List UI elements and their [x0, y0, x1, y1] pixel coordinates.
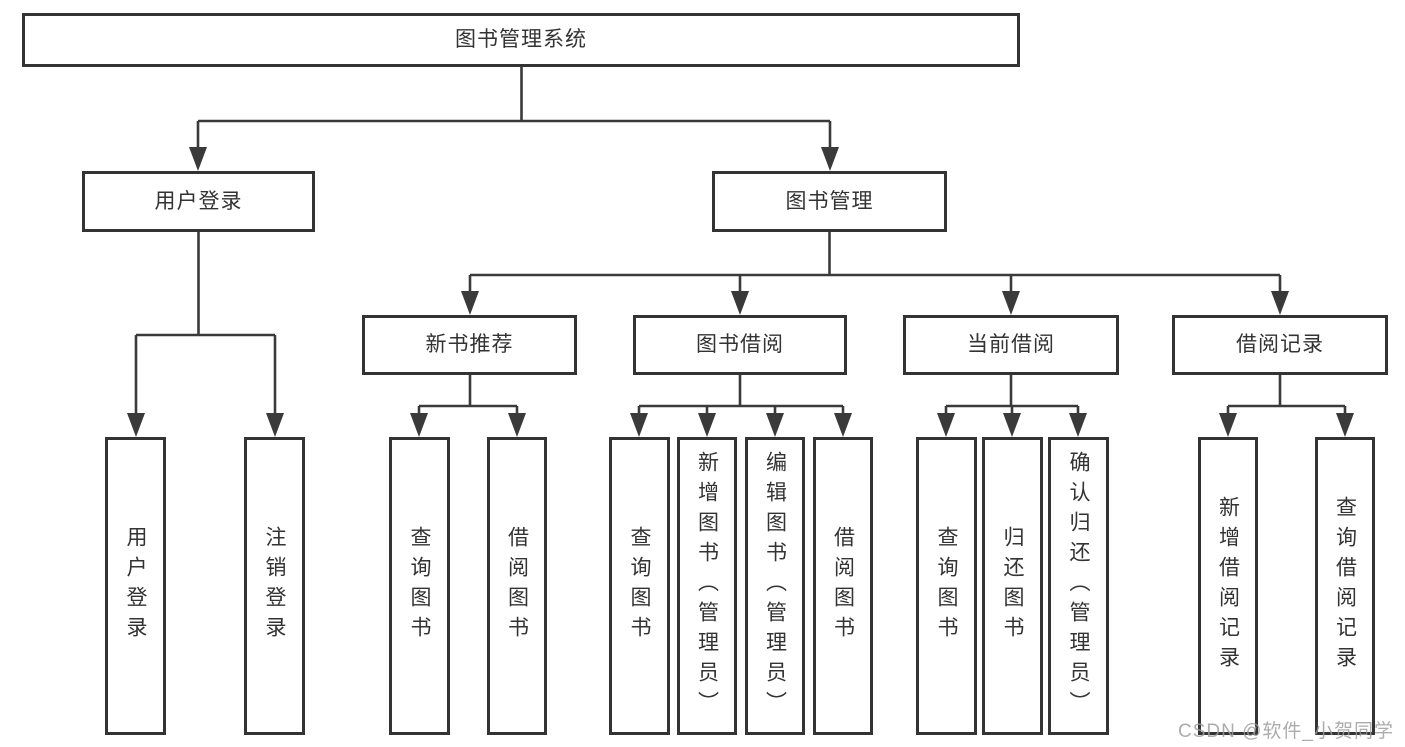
node-label: 编辑图书（管理员）: [763, 451, 787, 721]
leaf-edit-books-admin: 编辑图书（管理员）: [745, 437, 805, 735]
node-new-book-recommend: 新书推荐: [362, 315, 577, 375]
node-current-borrow: 当前借阅: [903, 315, 1119, 375]
leaf-borrow-books-recommend: 借阅图书: [487, 437, 547, 735]
node-label: 借阅图书: [505, 526, 529, 646]
leaf-confirm-return-admin: 确认归还（管理员）: [1048, 437, 1109, 735]
leaf-return-books: 归还图书: [982, 437, 1043, 735]
node-label: 借阅图书: [831, 526, 855, 646]
leaf-add-books-admin: 新增图书（管理员）: [677, 437, 737, 735]
arrowheads: [127, 147, 1354, 437]
node-user-login-branch: 用户登录: [82, 171, 315, 232]
node-label: 图书管理系统: [455, 28, 587, 52]
leaf-user-login: 用户登录: [105, 437, 166, 735]
leaf-add-borrow-record: 新增借阅记录: [1198, 437, 1258, 735]
leaf-query-books-recommend: 查询图书: [389, 437, 450, 735]
node-book-borrow: 图书借阅: [633, 315, 847, 375]
node-label: 当前借阅: [967, 333, 1055, 357]
node-label: 用户登录: [154, 189, 243, 213]
node-label: 新增图书（管理员）: [695, 451, 719, 721]
node-label: 图书管理: [785, 189, 874, 213]
node-label: 图书借阅: [696, 333, 784, 357]
leaf-query-borrow-record: 查询借阅记录: [1315, 437, 1375, 735]
node-label: 查询借阅记录: [1333, 496, 1357, 676]
node-label: 查询图书: [628, 526, 651, 646]
node-label: 新增借阅记录: [1216, 496, 1240, 676]
node-label: 新书推荐: [425, 333, 514, 357]
node-label: 归还图书: [1001, 526, 1024, 646]
csdn-watermark: CSDN @软件_小贺同学: [1178, 721, 1394, 742]
leaf-borrow-books: 借阅图书: [813, 437, 873, 735]
node-label: 确认归还（管理员）: [1067, 451, 1090, 721]
leaf-query-books-current: 查询图书: [916, 437, 977, 735]
leaf-logout: 注销登录: [244, 437, 305, 735]
node-borrow-records: 借阅记录: [1172, 315, 1388, 375]
leaf-query-books-borrow: 查询图书: [609, 437, 670, 735]
node-label: 查询图书: [935, 526, 958, 646]
node-label: 注销登录: [263, 526, 286, 646]
node-label: 用户登录: [124, 526, 147, 646]
node-label: 借阅记录: [1236, 333, 1324, 357]
node-book-management-branch: 图书管理: [712, 171, 947, 232]
node-label: 查询图书: [408, 526, 431, 646]
node-root-system: 图书管理系统: [22, 13, 1020, 67]
